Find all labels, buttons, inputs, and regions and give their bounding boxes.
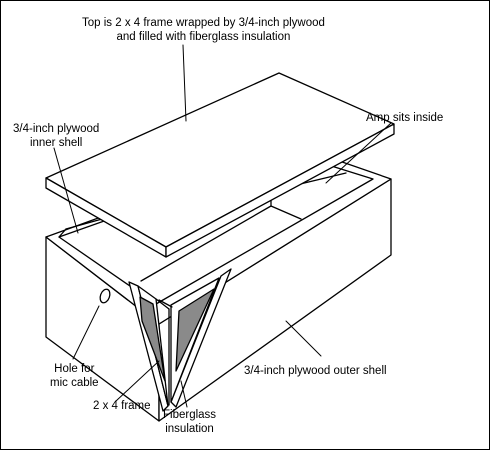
label-outer-shell-line-1: 3/4-inch plywood outer shell xyxy=(244,365,387,377)
label-inner-shell: 3/4-inch plywood inner shell xyxy=(13,122,99,150)
label-hole: Hole for mic cable xyxy=(50,362,99,390)
box-lid xyxy=(45,72,395,258)
label-insulation-line-1: Fiberglass xyxy=(163,409,217,421)
label-insulation-line-2: insulation xyxy=(165,423,214,435)
label-inner-shell-line-1: 3/4-inch plywood xyxy=(13,123,100,135)
fiberglass-insulation xyxy=(139,288,215,382)
mic-cable-hole xyxy=(99,288,111,304)
label-amp: Amp sits inside xyxy=(366,111,443,125)
label-hole-line-2: mic cable xyxy=(50,377,99,389)
label-top: Top is 2 x 4 frame wrapped by 3/4-inch p… xyxy=(82,16,325,44)
label-top-line-1: Top is 2 x 4 frame wrapped by 3/4-inch p… xyxy=(82,17,325,29)
leader-lines xyxy=(53,44,392,408)
label-amp-line-1: Amp sits inside xyxy=(366,112,444,124)
label-insulation: Fiberglass insulation xyxy=(163,408,216,436)
label-hole-line-1: Hole for xyxy=(54,363,95,375)
label-frame: 2 x 4 frame xyxy=(93,399,151,413)
label-top-line-2: and filled with fiberglass insulation xyxy=(116,31,291,43)
label-inner-shell-line-2: inner shell xyxy=(29,137,83,149)
label-outer-shell: 3/4-inch plywood outer shell xyxy=(244,364,387,378)
label-frame-line-1: 2 x 4 frame xyxy=(93,400,151,412)
